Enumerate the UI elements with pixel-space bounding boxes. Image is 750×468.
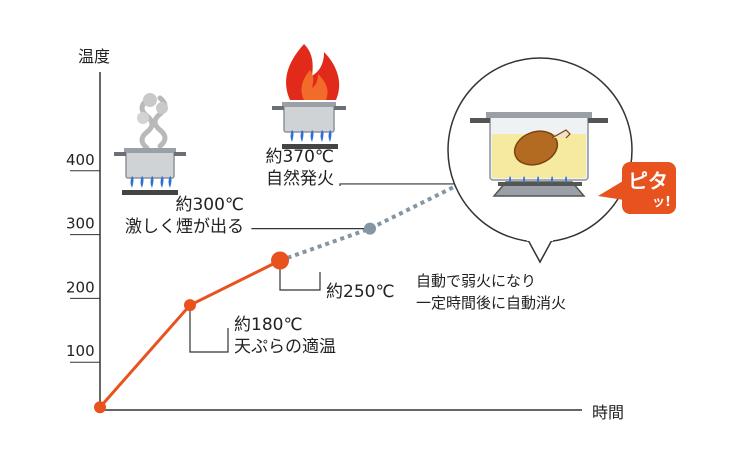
leader-a300 xyxy=(251,228,370,230)
annotation-a300-line-0: 約300℃ xyxy=(175,195,244,215)
gas-burner-icon xyxy=(122,176,178,195)
leader-a180 xyxy=(189,305,229,353)
series-line-1 xyxy=(279,175,479,263)
data-point-2 xyxy=(271,251,289,270)
y-axis-title: 温度 xyxy=(78,47,110,66)
pita-badge-sub: ッ! xyxy=(652,195,671,210)
pot-with-fried-chicken-icon xyxy=(470,112,608,197)
auto-shutoff-bubble: ピタ ッ! 自動で弱火になり 一定時間後に自動消火 xyxy=(416,57,676,312)
data-point-3 xyxy=(364,222,376,235)
annotation-a180-line-0: 約180℃ xyxy=(234,315,303,335)
smoking-pot-icon xyxy=(114,93,186,195)
data-point-1 xyxy=(184,299,196,312)
annotation-leaders xyxy=(189,183,460,353)
annotation-a180-line-1: 天ぷらの適温 xyxy=(234,337,336,357)
bubble-text-line-1: 自動で弱火になり xyxy=(416,272,536,290)
burning-pot-icon xyxy=(272,44,346,149)
annotation-a370-line-1: 自然発火 xyxy=(266,169,334,189)
y-tick-label-300: 300 xyxy=(66,215,95,233)
y-tick-label-100: 100 xyxy=(66,342,95,360)
pita-badge xyxy=(622,162,676,214)
annotation-a250-line-0: 約250℃ xyxy=(326,282,395,302)
annotation-a370-line-0: 約370℃ xyxy=(265,147,334,167)
y-tick-label-200: 200 xyxy=(66,278,95,296)
leader-a370 xyxy=(339,183,460,186)
y-tick-label-400: 400 xyxy=(66,151,95,169)
pita-badge-main: ピタ xyxy=(628,169,668,193)
bubble-text-line-2: 一定時間後に自動消火 xyxy=(416,294,566,312)
x-axis-title: 時間 xyxy=(592,403,624,422)
series-layer xyxy=(94,175,479,414)
leader-a250 xyxy=(279,260,321,291)
data-point-0 xyxy=(94,401,106,414)
y-ticks: 100 200 300 400 xyxy=(66,151,100,363)
annotation-a300-line-1: 激しく煙が出る xyxy=(125,217,244,237)
